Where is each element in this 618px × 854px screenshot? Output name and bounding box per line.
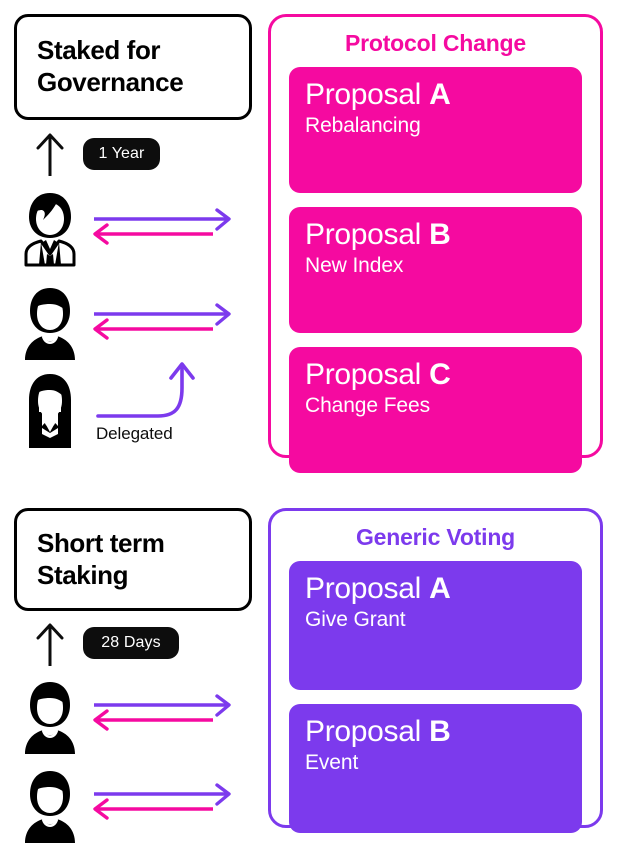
- arrow-right-purple-icon: [94, 303, 231, 326]
- delegated-label: Delegated: [96, 424, 173, 443]
- arrow-right-purple-icon: [94, 208, 231, 231]
- proposal-card-title-prefix: Proposal: [305, 218, 422, 251]
- arrow-left-pink-icon: [93, 798, 213, 820]
- proposal-card[interactable]: Proposal C Change Fees: [289, 347, 582, 473]
- exchange-arrows-group: [88, 303, 238, 345]
- person-business-suit-icon: [16, 192, 84, 267]
- proposal-card-title-letter: B: [429, 218, 451, 251]
- proposal-card-title-prefix: Proposal: [305, 358, 422, 391]
- proposal-card-title-letter: C: [429, 358, 451, 391]
- arrow-left-pink-icon: [93, 318, 213, 340]
- person-tshirt-icon: [16, 287, 84, 361]
- proposal-card-subtitle: Give Grant: [305, 608, 406, 632]
- proposal-card-title-prefix: Proposal: [305, 715, 422, 748]
- proposal-card[interactable]: Proposal B Event: [289, 704, 582, 833]
- arrow-right-purple-icon: [94, 694, 231, 717]
- proposal-card[interactable]: Proposal A Give Grant: [289, 561, 582, 690]
- staked-for-governance-title-box: Staked for Governance: [14, 14, 252, 120]
- proposal-card-title: Proposal B: [305, 714, 566, 749]
- arrow-curve-up-purple-icon: [96, 358, 206, 420]
- proposal-card-title: Proposal A: [305, 77, 566, 112]
- proposal-card-title-letter: A: [429, 572, 451, 605]
- proposal-card-subtitle: Change Fees: [305, 394, 430, 418]
- exchange-arrows-group: [88, 783, 238, 825]
- proposal-card[interactable]: Proposal B New Index: [289, 207, 582, 333]
- proposal-card-subtitle: Event: [305, 751, 359, 775]
- arrow-up-icon: [32, 130, 68, 178]
- arrow-up-icon: [32, 620, 68, 668]
- exchange-arrows-group: [88, 208, 238, 250]
- person-tshirt-icon: [16, 770, 84, 844]
- staked-for-governance-label: Staked for Governance: [37, 35, 184, 97]
- duration-badge-1-year: 1 Year: [83, 138, 160, 170]
- duration-badge-28-days: 28 Days: [83, 627, 179, 659]
- exchange-arrows-group: [88, 694, 238, 736]
- person-long-hair-icon: [16, 372, 84, 448]
- short-term-staking-title-box: Short term Staking: [14, 508, 252, 611]
- person-tshirt-icon: [16, 681, 84, 755]
- proposal-card-subtitle: Rebalancing: [305, 114, 421, 138]
- proposal-card-title-letter: B: [429, 715, 451, 748]
- panel-title-protocol-change: Protocol Change: [344, 30, 526, 56]
- proposal-card-title: Proposal A: [305, 571, 566, 606]
- proposal-card-title-prefix: Proposal: [305, 572, 422, 605]
- proposal-card[interactable]: Proposal A Rebalancing: [289, 67, 582, 193]
- panel-title-generic-voting: Generic Voting: [355, 524, 516, 550]
- proposal-card-subtitle: New Index: [305, 254, 404, 278]
- proposal-card-title-letter: A: [429, 78, 451, 111]
- proposal-card-title: Proposal B: [305, 217, 566, 252]
- proposal-card-title: Proposal C: [305, 357, 566, 392]
- short-term-staking-label: Short term Staking: [37, 527, 165, 590]
- generic-voting-panel: Generic Voting Proposal A Give Grant Pro…: [268, 508, 603, 833]
- arrow-left-pink-icon: [93, 709, 213, 731]
- protocol-change-panel: Protocol Change Proposal A Rebalancing P…: [268, 14, 603, 473]
- arrow-left-pink-icon: [93, 223, 213, 245]
- proposal-card-list: Proposal A Give Grant Proposal B Event: [271, 561, 600, 849]
- proposal-card-title-prefix: Proposal: [305, 78, 422, 111]
- arrow-right-purple-icon: [94, 783, 231, 806]
- proposal-card-list: Proposal A Rebalancing Proposal B New In…: [271, 67, 600, 489]
